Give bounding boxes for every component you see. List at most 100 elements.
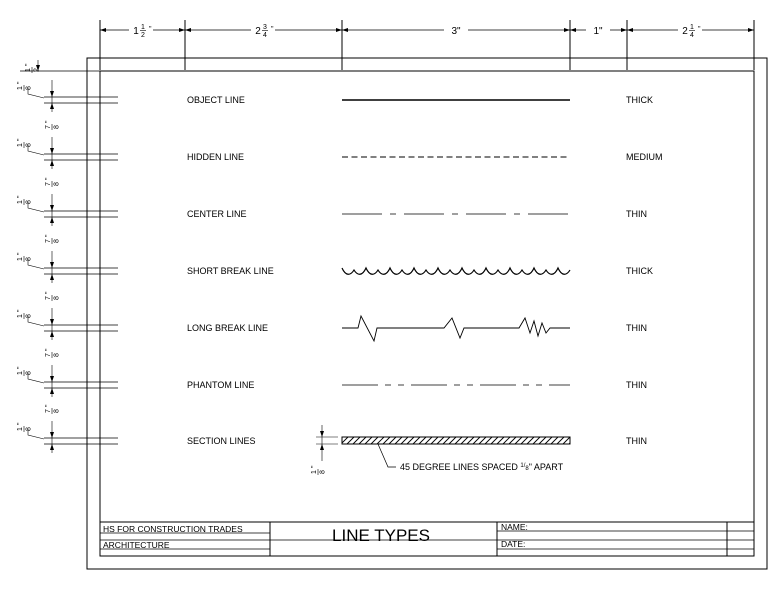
- svg-text:": ": [45, 348, 52, 351]
- line-weight-label: THIN: [626, 436, 647, 446]
- section-note: 45 DEGREE LINES SPACED 1/8" APART: [400, 462, 564, 472]
- subject-name: ARCHITECTURE: [103, 540, 170, 550]
- line-sample-short-break: [341, 266, 571, 275]
- svg-text:": ": [45, 177, 52, 180]
- svg-text:8: 8: [54, 182, 61, 186]
- svg-text:8: 8: [320, 470, 327, 474]
- svg-text:1: 1: [17, 371, 24, 375]
- line-type-name: HIDDEN LINE: [187, 152, 244, 162]
- dimension-denominator: 2: [141, 32, 145, 39]
- svg-text:": ": [17, 138, 24, 141]
- line-type-name: LONG BREAK LINE: [187, 323, 268, 333]
- inch-mark: ": [149, 26, 152, 33]
- dimension-whole: 1: [133, 26, 139, 37]
- line-weight-label: THICK: [626, 266, 653, 276]
- svg-text:1: 1: [17, 143, 24, 147]
- svg-text:7: 7: [45, 409, 52, 413]
- line-type-name: OBJECT LINE: [187, 95, 245, 105]
- svg-text:8: 8: [26, 200, 33, 204]
- dimension-value: 1": [593, 26, 603, 37]
- svg-text:1: 1: [17, 314, 24, 318]
- dimension-whole: 2: [255, 26, 261, 37]
- dimension-numerator: 1: [690, 24, 694, 31]
- svg-text:1: 1: [17, 427, 24, 431]
- svg-text:": ": [25, 63, 32, 66]
- svg-text:8: 8: [26, 143, 33, 147]
- svg-text:8: 8: [54, 239, 61, 243]
- svg-text:8: 8: [26, 314, 33, 318]
- svg-text:": ": [45, 234, 52, 237]
- drawing-title: LINE TYPES: [332, 526, 430, 545]
- svg-text:2: 2: [34, 68, 41, 72]
- dimension-denominator: 4: [263, 32, 267, 39]
- svg-text:1: 1: [17, 86, 24, 90]
- name-label: NAME:: [501, 522, 528, 532]
- line-type-name: PHANTOM LINE: [187, 380, 254, 390]
- inch-mark: ": [698, 26, 701, 33]
- svg-text:7: 7: [45, 353, 52, 357]
- svg-text:": ": [311, 465, 318, 468]
- svg-text:": ": [17, 195, 24, 198]
- svg-text:8: 8: [26, 86, 33, 90]
- svg-text:7: 7: [45, 182, 52, 186]
- dimension-numerator: 3: [263, 24, 267, 31]
- svg-text:": ": [17, 81, 24, 84]
- line-type-name: SECTION LINES: [187, 436, 256, 446]
- dimension-value: 3": [451, 26, 461, 37]
- top-dimension-4: 1": [570, 22, 627, 38]
- date-label: DATE:: [501, 539, 525, 549]
- svg-text:1: 1: [25, 68, 32, 72]
- dimension-numerator: 1: [141, 24, 145, 31]
- line-weight-label: MEDIUM: [626, 152, 663, 162]
- line-sample-long-break: [342, 314, 570, 343]
- school-name: HS FOR CONSTRUCTION TRADES: [103, 524, 243, 534]
- dimension-whole: 2: [682, 26, 688, 37]
- svg-text:7: 7: [45, 125, 52, 129]
- svg-text:": ": [17, 366, 24, 369]
- line-weight-label: THIN: [626, 323, 647, 333]
- dimension-denominator: 4: [690, 32, 694, 39]
- svg-text:": ": [45, 404, 52, 407]
- svg-text:8: 8: [54, 296, 61, 300]
- line-type-row-long-break: LONG BREAK LINE THIN: [187, 314, 647, 343]
- svg-text:8: 8: [26, 371, 33, 375]
- top-dimension-3: 3": [342, 22, 570, 38]
- line-type-row-hidden: HIDDEN LINE MEDIUM: [187, 152, 663, 162]
- line-type-rows: OBJECT LINE THICK HIDDEN LINE MEDIUM CENTER …: [187, 95, 663, 475]
- svg-text:": ": [45, 291, 52, 294]
- svg-text:": ": [17, 309, 24, 312]
- svg-text:1: 1: [17, 257, 24, 261]
- outer-sheet-border: [86, 57, 768, 570]
- line-weight-label: THIN: [626, 209, 647, 219]
- inner-drawing-border: [99, 70, 755, 557]
- svg-text:1: 1: [17, 200, 24, 204]
